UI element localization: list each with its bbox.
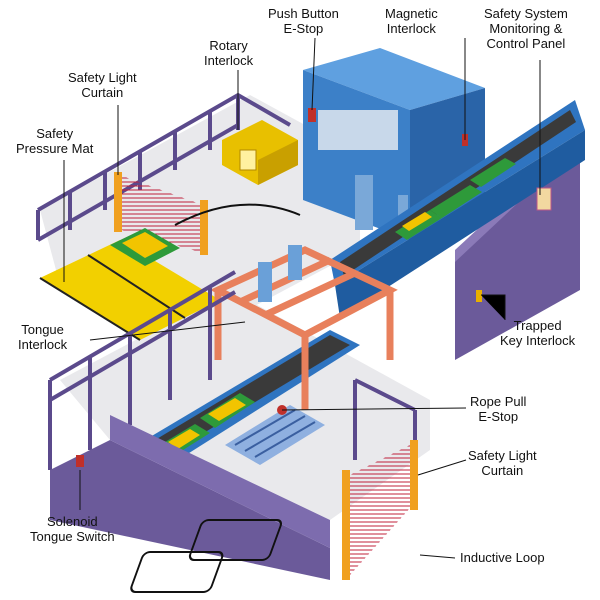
label-line: E-Stop xyxy=(478,409,519,424)
lower-fence-panel xyxy=(50,440,330,580)
label-line: Push Button xyxy=(268,6,339,21)
robot-arm xyxy=(355,175,373,230)
label-line: Safety System xyxy=(484,6,568,21)
label-line: Curtain xyxy=(481,463,524,478)
label-line: Safety Light xyxy=(468,448,537,463)
label-line: Interlock xyxy=(204,53,254,68)
safety-pressure-mat xyxy=(40,240,220,340)
label-trapped-key-interlock: Trapped Key Interlock xyxy=(500,318,575,348)
label-line: Solenoid xyxy=(46,514,98,529)
light-curtain-post-bottom-left xyxy=(342,470,350,580)
label-line: Tongue xyxy=(21,322,64,337)
conveyor-side xyxy=(335,130,585,318)
upper-parts xyxy=(122,232,168,258)
label-safety-light-curtain-bottom: Safety Light Curtain xyxy=(468,448,537,478)
label-magnetic-interlock: Magnetic Interlock xyxy=(385,6,438,36)
label-line: Safety Light xyxy=(68,70,137,85)
robot-arm-lower xyxy=(258,262,272,302)
machine-window xyxy=(318,110,398,150)
lower-fence xyxy=(48,270,417,500)
label-line: Magnetic xyxy=(385,6,438,21)
label-line: Curtain xyxy=(81,85,124,100)
light-curtain-post-left xyxy=(114,172,122,232)
safety-control-panel-device xyxy=(536,187,552,211)
label-solenoid-tongue-switch: Solenoid Tongue Switch xyxy=(30,514,115,544)
callout-lines xyxy=(63,37,541,559)
label-line: Inductive Loop xyxy=(460,550,545,565)
label-line: Safety xyxy=(36,126,74,141)
label-line: Trapped xyxy=(513,318,562,333)
label-line: Pressure Mat xyxy=(16,141,94,156)
light-curtain-post-bottom-right xyxy=(410,440,418,510)
mat-cable xyxy=(87,254,186,319)
label-line: Rotary xyxy=(209,38,248,53)
light-curtain-post-right xyxy=(200,200,208,255)
label-line: Tongue Switch xyxy=(30,529,115,544)
label-rope-pull-estop: Rope Pull E-Stop xyxy=(470,394,526,424)
solenoid-switch-device xyxy=(76,455,84,467)
floor-cable xyxy=(174,203,301,226)
label-tongue-interlock: Tongue Interlock xyxy=(18,322,67,352)
label-line: Interlock xyxy=(386,21,436,36)
light-curtain-beams-bottom xyxy=(350,445,410,575)
label-safety-system-panel: Safety System Monitoring & Control Panel xyxy=(484,6,568,51)
trapped-key-device xyxy=(476,290,482,302)
label-line: E-Stop xyxy=(283,21,324,36)
label-safety-light-curtain-top: Safety Light Curtain xyxy=(68,70,137,100)
label-line: Monitoring & xyxy=(489,21,563,36)
label-push-button-estop: Push Button E-Stop xyxy=(268,6,339,36)
inductive-loop-device xyxy=(130,519,283,593)
machine-housing-top xyxy=(303,48,485,110)
label-inductive-loop: Inductive Loop xyxy=(460,550,545,565)
label-line: Control Panel xyxy=(486,36,566,51)
gantry-frame xyxy=(210,246,398,410)
label-rotary-interlock: Rotary Interlock xyxy=(204,38,253,68)
label-line: Interlock xyxy=(18,337,68,352)
label-line: Key Interlock xyxy=(500,333,576,348)
label-safety-pressure-mat: Safety Pressure Mat xyxy=(16,126,93,156)
push-button-estop-device xyxy=(308,108,316,122)
label-line: Rope Pull xyxy=(470,394,527,409)
